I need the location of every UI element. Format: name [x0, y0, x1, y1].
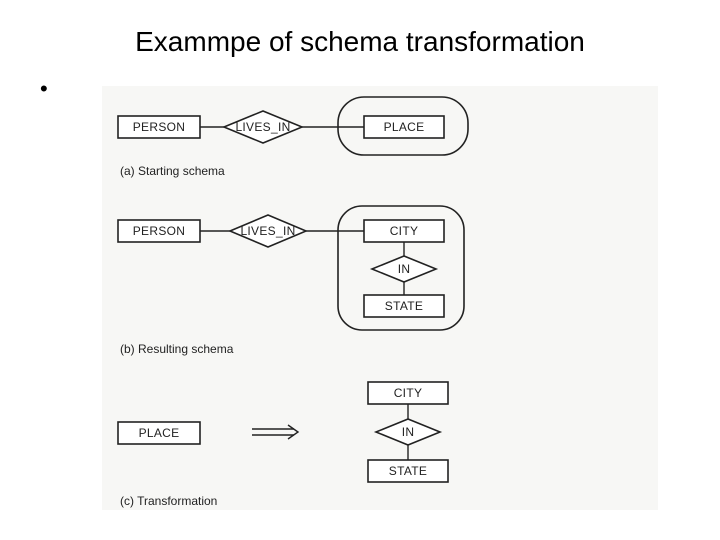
section-b: PERSON LIVES_IN CITY IN STATE [117, 205, 465, 356]
entity-place-a: PLACE [363, 115, 445, 139]
entity-city-c: CITY [367, 381, 449, 405]
transformation-arrow [252, 424, 300, 440]
aggregate-city-state-b [337, 205, 465, 331]
entity-state-c: STATE [367, 459, 449, 483]
relationship-lives-in-b: LIVES_IN [227, 214, 309, 248]
entity-city-b-label: CITY [390, 224, 419, 238]
entity-city-c-label: CITY [394, 386, 423, 400]
relationship-lives-in-a-label: LIVES_IN [235, 120, 290, 134]
bullet-marker: • [40, 76, 48, 101]
relationship-in-c: IN [373, 418, 443, 446]
schema-figure: PERSON LIVES_IN PLACE (a) Starting schem… [102, 86, 658, 510]
relationship-in-c-label: IN [402, 425, 415, 439]
entity-city-b: CITY [363, 219, 445, 243]
entity-state-b-label: STATE [385, 299, 423, 313]
section-c: PLACE CITY IN STATE (c) Transformation [117, 381, 449, 508]
relationship-lives-in-a: LIVES_IN [221, 110, 305, 144]
caption-c: (c) Transformation [120, 494, 217, 508]
section-a: PERSON LIVES_IN PLACE (a) Starting schem… [117, 96, 469, 178]
entity-state-c-label: STATE [389, 464, 427, 478]
entity-place-c: PLACE [117, 421, 201, 445]
entity-state-b: STATE [363, 294, 445, 318]
slide-title: Exammpe of schema transformation [135, 26, 585, 57]
relationship-in-b-label: IN [398, 262, 411, 276]
entity-place-c-label: PLACE [139, 426, 180, 440]
entity-person-a: PERSON [117, 115, 201, 139]
er-diagram: PERSON LIVES_IN PLACE (a) Starting schem… [117, 96, 469, 508]
caption-b: (b) Resulting schema [120, 342, 234, 356]
entity-person-b: PERSON [117, 219, 201, 243]
entity-person-a-label: PERSON [133, 120, 185, 134]
relationship-lives-in-b-label: LIVES_IN [240, 224, 295, 238]
entity-place-a-label: PLACE [384, 120, 425, 134]
entity-person-b-label: PERSON [133, 224, 185, 238]
caption-a: (a) Starting schema [120, 164, 225, 178]
relationship-in-b: IN [369, 255, 439, 283]
aggregate-place-a [337, 96, 469, 156]
